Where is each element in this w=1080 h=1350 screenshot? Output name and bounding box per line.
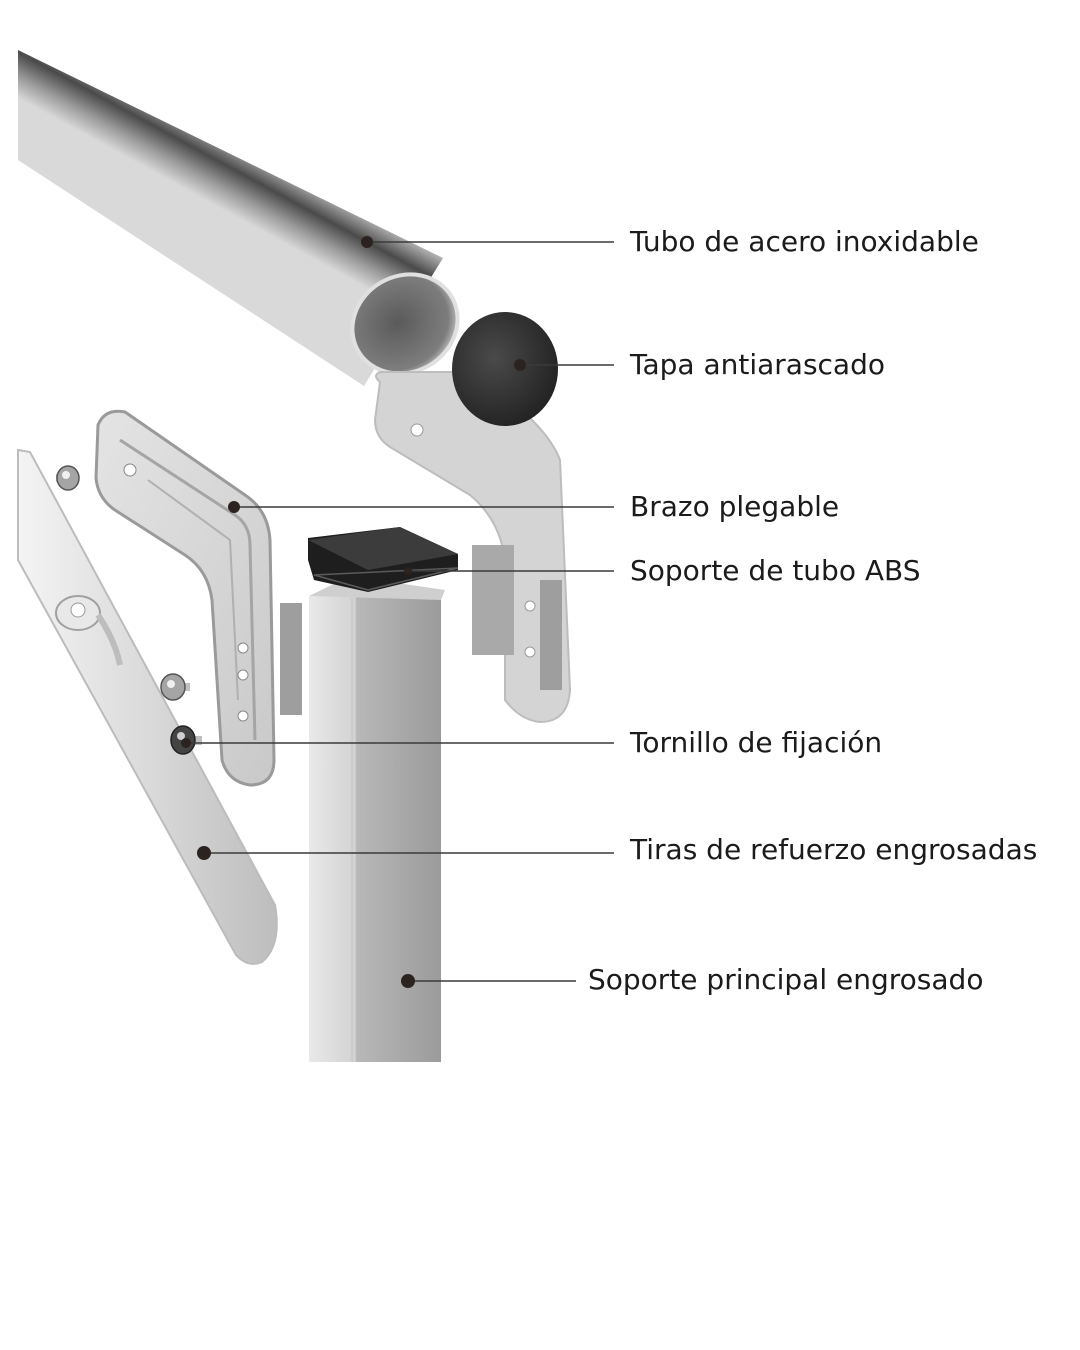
screw-icon (56, 465, 80, 491)
callout-dots (181, 236, 526, 988)
anti-scratch-cap (452, 312, 558, 426)
callout-label-abs-support: Soporte de tubo ABS (630, 554, 921, 587)
screw-icon (160, 673, 190, 701)
callout-label-tube: Tubo de acero inoxidable (630, 225, 979, 258)
callout-label-main-support: Soporte principal engrosado (588, 963, 984, 996)
main-post (309, 576, 445, 1062)
reinforcement-strip (17, 448, 278, 965)
callout-label-arm: Brazo plegable (630, 490, 840, 523)
callout-label-cap: Tapa antiarascado (630, 348, 885, 381)
leader-lines (186, 241, 614, 982)
callout-label-strips: Tiras de refuerzo engrosadas (630, 833, 1038, 866)
stainless-tube (18, 50, 460, 386)
callout-label-screw: Tornillo de fijación (630, 726, 883, 759)
abs-tube-support (308, 527, 459, 592)
